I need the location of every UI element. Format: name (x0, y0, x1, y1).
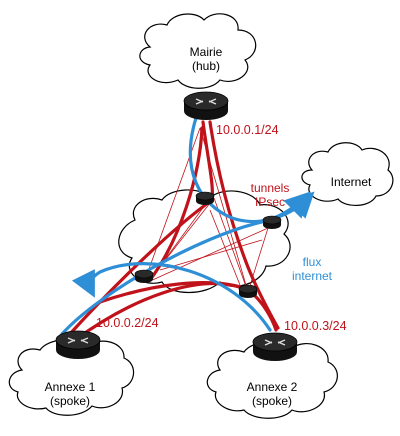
core-router-right-icon (262, 215, 282, 230)
internet-flows (60, 116, 315, 336)
router-mairie-icon (183, 91, 229, 121)
annexe1-name: Annexe 1 (45, 380, 96, 394)
cloud-mairie (139, 13, 257, 89)
router-annexe2-icon (252, 332, 298, 362)
core-router-top-icon (195, 191, 215, 206)
cloud-internet (301, 142, 394, 206)
annexe2-ip: 10.0.0.3/24 (284, 319, 347, 333)
core-router-bottom-icon (238, 284, 258, 299)
mairie-role: (hub) (192, 59, 220, 73)
mairie-name: Mairie (190, 45, 223, 59)
ipsec-label: IPsec (255, 195, 285, 209)
annexe2-name: Annexe 2 (247, 380, 298, 394)
router-annexe1-icon (55, 330, 101, 360)
cloud-annexe1 (8, 339, 135, 416)
flux-label: flux (303, 255, 322, 269)
annexe1-role: (spoke) (50, 394, 90, 408)
annexe1-ip: 10.0.0.2/24 (96, 316, 159, 330)
internet-flow-label: internet (292, 269, 333, 283)
mairie-ip: 10.0.0.1/24 (216, 123, 279, 137)
annexe2-role: (spoke) (252, 394, 292, 408)
core-router-left-icon (134, 269, 154, 284)
tunnels-label: tunnels (251, 181, 290, 195)
internet-name: Internet (331, 175, 372, 189)
